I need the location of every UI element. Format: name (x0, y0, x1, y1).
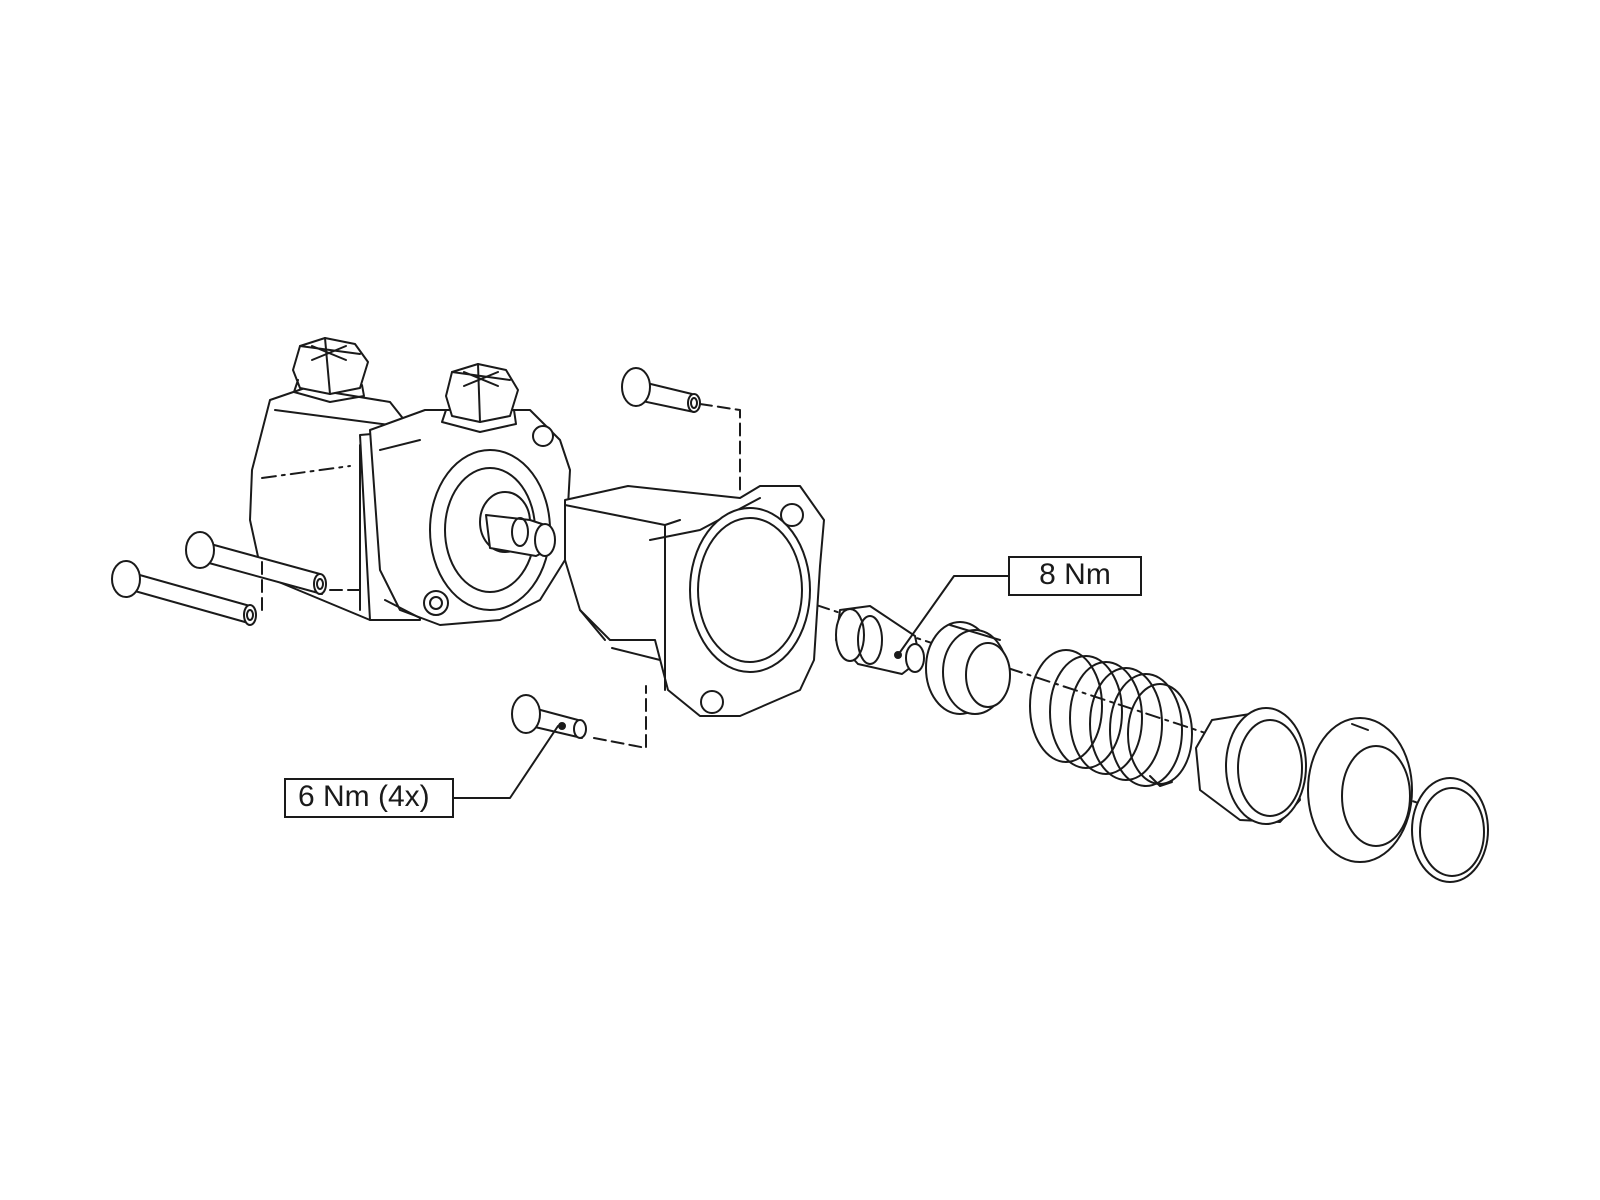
valve-seat-stem (835, 605, 925, 675)
valve-housing (564, 485, 825, 717)
valve-body-flange (369, 409, 571, 626)
long-screw-lower (111, 560, 257, 626)
long-screw-upper (185, 531, 327, 595)
spring-seat-ring (925, 621, 1011, 715)
hex-plug-1 (292, 337, 369, 403)
callout-leaders (453, 575, 1009, 799)
retaining-ring (1411, 777, 1489, 883)
torque-callout-6nm: 6 Nm (4x) (284, 778, 454, 818)
washer (1307, 717, 1413, 863)
screw-guide-lines (261, 403, 741, 749)
flange-screw-top (621, 367, 701, 413)
compression-spring (1029, 649, 1193, 787)
hex-plug-2 (441, 363, 519, 433)
torque-callout-8nm: 8 Nm (1008, 556, 1142, 596)
plunger-stem (485, 514, 556, 557)
flange-screw-bottom (511, 694, 587, 739)
spring-cup (1195, 707, 1307, 825)
